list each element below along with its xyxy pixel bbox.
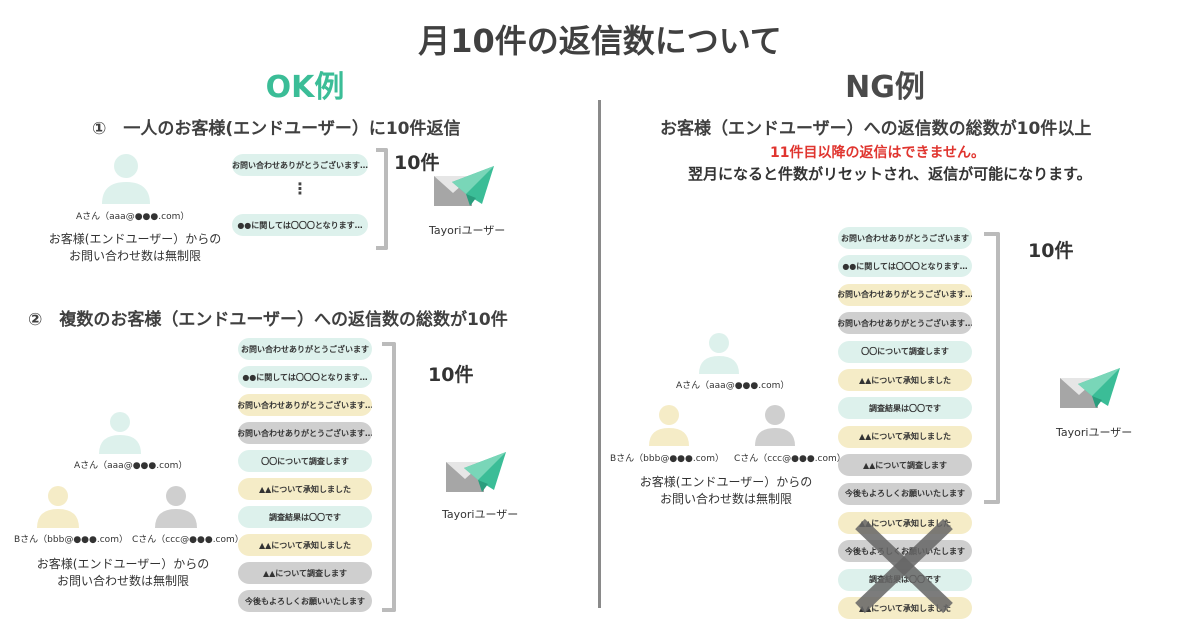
reply-bubble: 今後もよろしくお願いいたします [838,482,972,505]
case2-title: ② 複数のお客様（エンドユーザー）への返信数の総数が10件 [28,310,508,330]
case2-count: 10件 [428,364,474,386]
user-b-avatar-icon [37,486,79,528]
case1-count: 10件 [394,152,440,174]
case2-user-c-label: Cさん（ccc@●●●.com） [132,535,244,545]
case2-caption-line1: お客様(エンドユーザー）からの [36,557,210,571]
tayori-mail-icon [434,166,494,206]
case2-bracket [382,342,396,612]
reply-bubble: ▲▲について承知しました [838,425,972,448]
reply-bubble: お問い合わせありがとうございます… [838,312,972,335]
reply-bubble: 今後もよろしくお願いいたします [838,540,972,563]
ng-caption: お客様(エンドユーザー）からの お問い合わせ数は無制限 [626,474,826,508]
reply-bubble: ●●に関しては〇〇〇となります… [238,366,372,388]
case2-caption-line2: お問い合わせ数は無制限 [56,574,189,588]
reply-bubble: 〇〇について調査します [838,340,972,363]
reply-bubble: お問い合わせありがとうございます… [838,283,972,306]
reply-bubble: ●●に関しては〇〇〇となります… [838,255,972,278]
case1-caption-line1: お客様(エンドユーザー）からの [48,232,222,246]
user-a-avatar-icon [699,333,739,374]
user-a-avatar-icon [99,412,141,454]
ok-example-heading: OK例 [265,70,345,105]
ng-caption-line2: お問い合わせ数は無制限 [659,492,792,506]
case2-tayori-label: Tayoriユーザー [442,508,519,521]
reply-bubble: 調査結果は〇〇です [238,506,372,528]
case1-title: ① 一人のお客様(エンドユーザー）に10件返信 [92,119,461,139]
ng-count: 10件 [1028,240,1074,262]
ng-title: お客様（エンドユーザー）への返信数の総数が10件以上 [660,119,1092,139]
case2-caption: お客様(エンドユーザー）からの お問い合わせ数は無制限 [28,556,218,590]
case1-bubble-first: お問い合わせありがとうございます… [232,154,368,176]
ng-example-heading: NG例 [845,70,925,105]
case1-bubble-last: ●●に関しては〇〇〇となります… [232,214,368,236]
reply-bubble: ▲▲について承知しました [838,369,972,391]
case2-user-a-label: Aさん（aaa@●●●.com） [74,461,188,471]
reply-bubble: 調査結果は〇〇です [838,397,972,420]
ng-user-b-label: Bさん（bbb@●●●.com） [610,454,724,464]
ng-user-a-label: Aさん（aaa@●●●.com） [676,381,790,391]
user-c-avatar-icon [155,486,197,528]
page-title: 月10件の返信数について [418,22,782,60]
ng-bracket [984,232,1000,504]
reply-bubble: お問い合わせありがとうございます… [238,422,372,444]
tayori-mail-icon [1060,368,1120,408]
section-divider [598,100,601,608]
user-a-avatar-icon [102,154,150,204]
reply-bubble: 調査結果は〇〇です [838,568,972,591]
ng-tayori-label: Tayoriユーザー [1056,426,1133,439]
reply-bubble: ▲▲について承知しました [238,534,372,556]
ng-reset-note: 翌月になると件数がリセットされ、返信が可能になります。 [688,165,1092,183]
case1-user-label: Aさん（aaa@●●●.com） [76,212,190,222]
reply-bubble: 〇〇について調査します [238,450,372,472]
cross-mark-icon [855,518,953,614]
ng-warning: 11件目以降の返信はできません。 [770,145,986,161]
reply-bubble: ▲▲について調査します [238,562,372,584]
ng-caption-line1: お客様(エンドユーザー）からの [639,475,813,489]
reply-bubble: お問い合わせありがとうございます [238,338,372,360]
case1-caption-line2: お問い合わせ数は無制限 [68,249,201,263]
reply-bubble: ▲▲について調査します [838,454,972,477]
reply-bubble: 今後もよろしくお願いいたします [238,590,372,612]
user-b-avatar-icon [649,405,689,446]
reply-bubble: ▲▲について承知しました [238,478,372,500]
case2-user-b-label: Bさん（bbb@●●●.com） [14,535,128,545]
reply-bubble: お問い合わせありがとうございます [838,227,972,249]
case1-tayori-label: Tayoriユーザー [429,224,506,237]
case1-bracket [376,148,388,250]
ng-user-c-label: Cさん（ccc@●●●.com） [734,454,846,464]
case1-caption: お客様(エンドユーザー）からの お問い合わせ数は無制限 [40,231,230,265]
tayori-mail-icon [446,452,506,492]
user-c-avatar-icon [755,405,795,446]
reply-bubble: お問い合わせありがとうございます… [238,394,372,416]
case1-ellipsis: ⋮ [292,179,308,198]
